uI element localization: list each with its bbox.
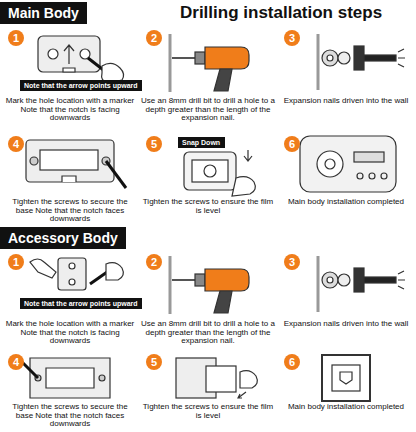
step-number-text: 5 bbox=[151, 356, 157, 368]
step-number-text: 2 bbox=[151, 32, 157, 44]
step-number: 1 bbox=[8, 30, 24, 46]
step-number-text: 6 bbox=[289, 356, 295, 368]
step-number: 6 bbox=[284, 136, 300, 152]
step-caption: Expansion nails driven into the wall bbox=[279, 320, 413, 329]
step-caption: Expansion nails driven into the wall bbox=[279, 97, 413, 106]
section-banner-text: Main Body bbox=[8, 5, 79, 21]
step-number-text: 1 bbox=[13, 256, 19, 268]
accessory-mark bbox=[30, 258, 123, 290]
step-caption: Tighten the screws to ensure the film is… bbox=[141, 198, 275, 215]
section-banner: Main Body bbox=[0, 2, 87, 24]
step-number-text: 3 bbox=[289, 32, 295, 44]
drill bbox=[170, 256, 249, 314]
step-number-text: 5 bbox=[151, 138, 157, 150]
step-number: 6 bbox=[284, 354, 300, 370]
hammer-nail bbox=[318, 34, 405, 90]
step-number: 1 bbox=[8, 254, 24, 270]
device-complete bbox=[300, 136, 396, 192]
accessory-snap bbox=[176, 358, 257, 398]
note-label: Note that the arrow points upward bbox=[20, 298, 142, 309]
drill bbox=[170, 34, 249, 92]
step-caption: Use an 8mm drill bit to drill a hole to … bbox=[141, 320, 275, 346]
step-number: 2 bbox=[146, 254, 162, 270]
step-number: 5 bbox=[146, 136, 162, 152]
step-caption: Main body installation completed bbox=[279, 198, 413, 207]
note-label-text: Snap Down bbox=[182, 139, 220, 146]
step-number-text: 4 bbox=[13, 356, 19, 368]
step-caption: Main body installation completed bbox=[279, 403, 413, 412]
step-number: 4 bbox=[8, 354, 24, 370]
step-number: 3 bbox=[284, 254, 300, 270]
step-caption: Use an 8mm drill bit to drill a hole to … bbox=[141, 97, 275, 123]
note-label: Snap Down bbox=[178, 137, 225, 148]
step-number-text: 6 bbox=[289, 138, 295, 150]
step-caption: Mark the hole location with a marker Not… bbox=[3, 320, 137, 346]
step-number: 4 bbox=[8, 136, 24, 152]
step-number-text: 4 bbox=[13, 138, 19, 150]
base-plate bbox=[26, 140, 126, 188]
note-label-text: Note that the arrow points upward bbox=[24, 82, 138, 89]
step-number: 2 bbox=[146, 30, 162, 46]
step-number-text: 2 bbox=[151, 256, 157, 268]
note-label: Note that the arrow points upward bbox=[20, 80, 142, 91]
step-caption: Tighten the screws to secure the base No… bbox=[3, 198, 137, 224]
device-snap bbox=[184, 150, 255, 196]
step-number: 5 bbox=[146, 354, 162, 370]
step-caption: Mark the hole location with a marker Not… bbox=[3, 97, 137, 123]
accessory-complete bbox=[322, 355, 370, 401]
note-label-text: Note that the arrow points upward bbox=[24, 300, 138, 307]
accessory-base bbox=[22, 358, 110, 398]
diagram-title: Drilling installation steps bbox=[180, 3, 382, 23]
step-number: 3 bbox=[284, 30, 300, 46]
step-caption: Tighten the screws to ensure the film is… bbox=[141, 403, 275, 420]
hammer-nail bbox=[318, 256, 405, 312]
section-banner-text: Accessory Body bbox=[8, 230, 118, 246]
step-number-text: 3 bbox=[289, 256, 295, 268]
section-banner: Accessory Body bbox=[0, 227, 126, 249]
step-caption: Tighten the screws to secure the base No… bbox=[3, 403, 137, 429]
bracket-mark bbox=[38, 36, 124, 83]
step-number-text: 1 bbox=[13, 32, 19, 44]
